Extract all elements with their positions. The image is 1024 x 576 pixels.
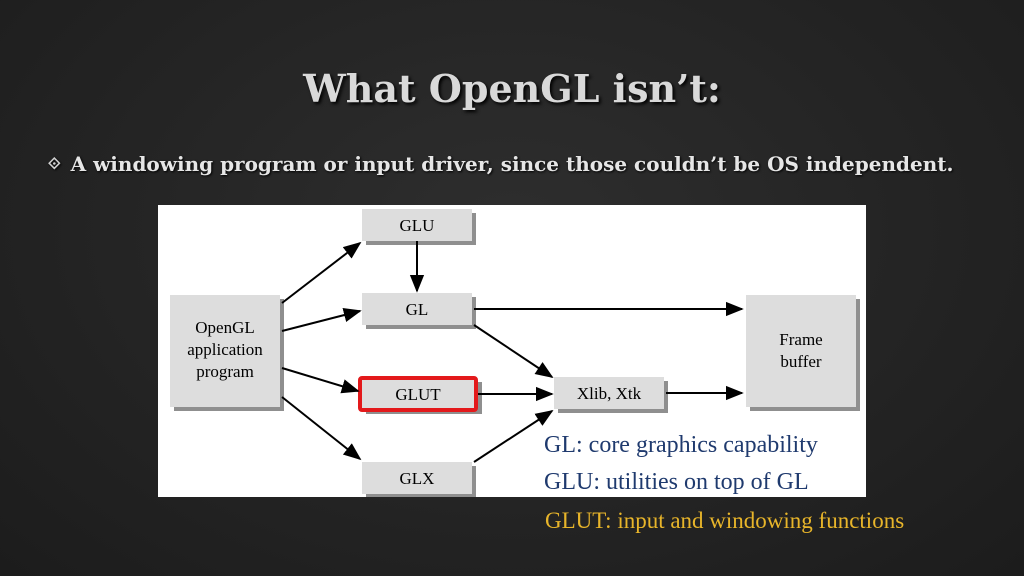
arrow-glx-xlib	[473, 410, 554, 463]
xlib-box	[554, 377, 664, 409]
app-label-line1: OpenGL	[195, 318, 254, 337]
arrow-app-glut	[281, 367, 360, 394]
glx-label: GLX	[400, 469, 435, 488]
legend-gl: GL: core graphics capability	[544, 432, 818, 458]
arrow-app-glx	[281, 396, 362, 461]
arrow-app-gl	[281, 308, 362, 332]
glu-box	[362, 209, 472, 241]
glut-highlight-border	[358, 376, 478, 412]
glu-label: GLU	[400, 216, 435, 235]
frame-label-line1: Frame	[779, 330, 822, 349]
glut-label: GLUT	[395, 385, 441, 404]
glut-box	[360, 378, 476, 410]
caption-glut: GLUT: input and windowing functions	[545, 508, 905, 533]
diagram-canvas: GLU GL OpenGL application program GLUT G…	[170, 209, 860, 497]
app-label-line3: program	[196, 362, 254, 381]
frame-buffer-box	[746, 295, 856, 407]
app-label-line2: application	[187, 340, 263, 359]
legend-glu: GLU: utilities on top of GL	[544, 469, 809, 495]
diamond-outline-icon: ⟐	[48, 154, 61, 173]
slide-title: What OpenGL isn’t:	[303, 66, 721, 111]
app-box	[170, 295, 280, 407]
bullet-text: A windowing program or input driver, sin…	[70, 152, 954, 176]
arrow-app-glu	[281, 241, 362, 304]
bullet-item: ⟐ A windowing program or input driver, s…	[48, 152, 1008, 176]
opengl-architecture-diagram: GLU GL OpenGL application program GLUT G…	[158, 205, 866, 497]
arrow-gl-xlib	[473, 324, 554, 378]
gl-label: GL	[406, 300, 429, 319]
gl-box	[362, 293, 472, 325]
glx-box	[362, 462, 472, 494]
xlib-label: Xlib, Xtk	[577, 384, 642, 403]
frame-label-line2: buffer	[780, 352, 822, 371]
